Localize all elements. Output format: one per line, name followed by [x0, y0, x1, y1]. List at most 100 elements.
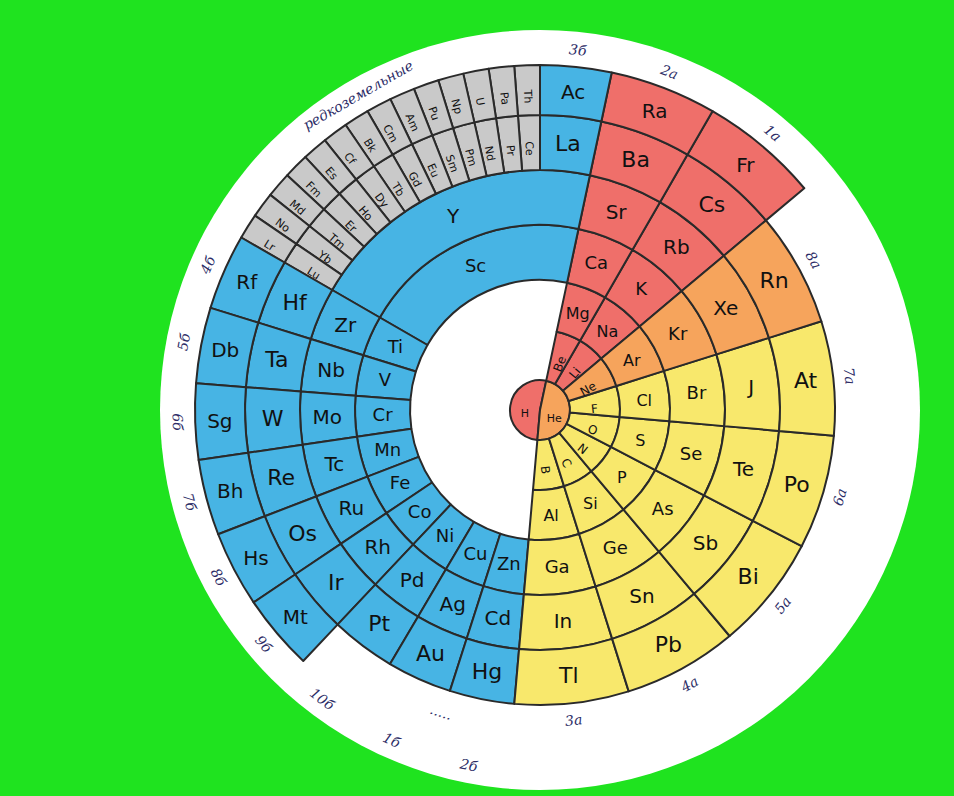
element-cell: Ti	[388, 338, 404, 356]
cell-sector	[296, 226, 352, 275]
group-label: 3б	[568, 42, 587, 58]
element-cell: Ra	[642, 101, 668, 121]
element-cell: Ga	[545, 558, 570, 576]
element-cell: Pa	[498, 87, 511, 98]
element-cell: Nb	[317, 360, 345, 380]
element-symbol: Rf	[236, 272, 257, 292]
element-cell: Au	[416, 643, 445, 665]
cell-sector	[375, 545, 446, 617]
element-symbol: F	[591, 403, 599, 416]
element-cell: Er	[345, 215, 357, 226]
cell-sector	[510, 380, 546, 440]
element-symbol: Re	[267, 467, 295, 489]
cell-sector	[463, 69, 496, 123]
element-symbol: Bh	[217, 481, 243, 501]
element-cell: Pr	[505, 139, 516, 150]
element-symbol: K	[635, 280, 647, 298]
element-cell: Si	[583, 494, 598, 510]
element-symbol: Ta	[265, 349, 288, 371]
element-cell: Nd	[482, 142, 498, 153]
cell-sector	[549, 433, 591, 486]
element-symbol: Cd	[485, 608, 512, 628]
element-cell: Sn	[629, 586, 655, 606]
element-symbol: Sc	[465, 257, 486, 275]
cell-sector	[356, 355, 416, 400]
element-cell: Pm	[462, 146, 480, 157]
cell-sector	[564, 471, 624, 534]
cell-sector	[432, 128, 469, 186]
element-cell: Co	[408, 503, 432, 521]
cell-sector	[195, 383, 248, 460]
element-cell: Yb	[318, 246, 332, 257]
cell-sector	[241, 216, 296, 263]
element-symbol: Na	[596, 324, 618, 340]
cell-sector	[450, 639, 519, 704]
element-cell: V	[379, 371, 392, 389]
element-cell: Be	[552, 353, 568, 365]
element-cell: Ge	[603, 539, 629, 557]
element-symbol: Ce	[524, 141, 536, 156]
element-cell: Lu	[307, 262, 320, 273]
element-symbol: Mo	[313, 407, 343, 427]
element-symbol: Mg	[566, 306, 590, 322]
element-symbol: Fr	[736, 155, 754, 175]
element-symbol: He	[547, 413, 562, 424]
element-symbol: Pr	[504, 144, 516, 156]
element-cell: Y	[447, 206, 460, 226]
cell-sector	[605, 250, 682, 327]
element-symbol: Ni	[436, 527, 454, 545]
cell-sector	[489, 66, 518, 118]
cell-sector	[309, 209, 364, 260]
element-cell: O	[588, 419, 598, 431]
cell-sector	[316, 477, 386, 544]
element-symbol: Nb	[317, 360, 345, 380]
cell-sector	[596, 552, 695, 639]
element-cell: Fe	[390, 474, 411, 492]
element-cell: Th	[521, 85, 535, 96]
element-cell: Dy	[374, 189, 389, 200]
group-label: 7а	[842, 367, 858, 386]
cell-sector	[616, 371, 670, 421]
element-symbol: Co	[408, 503, 432, 521]
element-symbol: Pd	[400, 570, 425, 590]
cell-sector	[664, 354, 725, 426]
element-cell: J	[748, 377, 754, 397]
element-cell: Tb	[391, 178, 405, 189]
cell-sector	[611, 417, 670, 470]
element-symbol: Y	[447, 206, 459, 226]
cell-sector	[303, 437, 368, 497]
cell-sector	[438, 74, 474, 128]
element-cell: Rb	[663, 237, 690, 257]
cell-sector	[285, 244, 342, 290]
element-cell: Tl	[559, 665, 579, 687]
element-cell: Fr	[736, 155, 755, 175]
element-symbol: H	[521, 408, 529, 419]
cell-sector	[724, 220, 821, 337]
element-cell: B	[541, 459, 550, 471]
cell-sector	[246, 323, 311, 392]
element-cell: Te	[733, 459, 755, 479]
element-symbol: Kr	[668, 325, 687, 343]
element-symbol: J	[748, 377, 754, 397]
element-cell: P	[617, 468, 627, 484]
element-cell: As	[652, 500, 674, 518]
group-label: 3а	[564, 712, 583, 728]
cell-sector	[210, 238, 284, 323]
element-symbol: In	[554, 611, 573, 631]
element-cell: Mo	[313, 407, 343, 427]
element-symbol: Cs	[698, 194, 725, 216]
cell-sector	[567, 229, 632, 297]
cell-sector	[300, 391, 357, 444]
cell-sector	[546, 332, 580, 384]
element-symbol: Ir	[328, 572, 344, 594]
element-cell: Ba	[621, 149, 650, 171]
element-cell: Cf	[344, 147, 356, 158]
group-label: 2б	[458, 756, 478, 773]
element-symbol: Po	[784, 474, 810, 496]
element-cell: Al	[543, 506, 559, 522]
cell-sector	[612, 594, 729, 691]
element-cell: Pd	[400, 570, 425, 590]
element-cell: Pu	[427, 102, 441, 113]
cell-sector	[245, 387, 303, 453]
